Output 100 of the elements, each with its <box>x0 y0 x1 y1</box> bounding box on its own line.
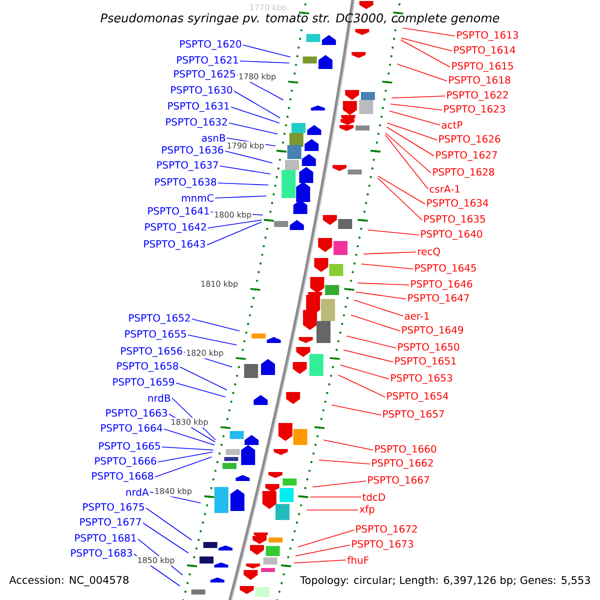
gene-label: fhuF <box>347 556 368 564</box>
gene-label: PSPTO_1681 <box>75 534 136 544</box>
gene-label: csrA-1 <box>430 185 460 193</box>
gene-label: PSPTO_1647 <box>408 294 469 304</box>
leader-line <box>360 264 414 270</box>
leader-line <box>386 126 434 156</box>
gene-label: PSPTO_1672 <box>356 525 417 535</box>
leader-line <box>346 336 396 348</box>
gene-label: PSPTO_1641 <box>148 207 209 217</box>
leader-line <box>214 196 267 198</box>
gene-label: PSPTO_1666 <box>95 457 156 467</box>
gene-label: nrdA <box>126 488 149 496</box>
leader-line <box>377 178 422 220</box>
leader-line <box>318 460 370 464</box>
gene-label: PSPTO_1632 <box>166 118 227 128</box>
leader-line <box>387 122 438 140</box>
leader-line <box>389 110 440 126</box>
gene-label: PSPTO_1651 <box>395 357 456 367</box>
leader-line <box>230 106 280 124</box>
gene-label: mnmC <box>182 194 214 202</box>
leader-line <box>176 382 226 398</box>
gene-label: PSPTO_1667 <box>368 476 429 486</box>
gene-label: PSPTO_1653 <box>391 374 452 384</box>
leader-line <box>142 522 189 554</box>
gene-label: PSPTO_1630 <box>171 86 232 96</box>
gene-label: PSPTO_1623 <box>444 105 506 115</box>
leader-line <box>295 544 350 556</box>
gene-label: PSPTO_1665 <box>99 442 160 452</box>
leader-line <box>400 38 452 52</box>
leader-line <box>297 530 354 548</box>
gene-label: PSPTO_1628 <box>433 168 494 178</box>
gene-label: PSPTO_1650 <box>398 343 460 353</box>
gene-label: PSPTO_1618 <box>449 76 510 86</box>
gene-label: PSPTO_1663 <box>106 409 167 419</box>
gene-label: PSPTO_1637 <box>157 161 218 171</box>
leader-line <box>340 364 390 380</box>
gene-label: tdcD <box>362 493 385 501</box>
gene-label: PSPTO_1657 <box>383 410 444 420</box>
gene-label: actP <box>442 121 462 129</box>
gene-label: PSPTO_1673 <box>352 540 414 550</box>
gene-label: PSPTO_1652 <box>129 314 190 324</box>
gene-label: PSPTO_1636 <box>162 146 224 156</box>
leader-line <box>220 166 271 174</box>
leader-line <box>293 560 346 564</box>
gene-label: PSPTO_1631 <box>168 102 229 112</box>
leader-line <box>310 496 362 498</box>
leader-line <box>192 318 240 332</box>
leader-line <box>400 40 450 68</box>
leader-line <box>354 300 404 316</box>
gene-label: nrdB <box>148 394 170 402</box>
gene-label: PSPTO_1615 <box>452 62 513 72</box>
gene-label: PSPTO_1675 <box>83 503 144 513</box>
gene-label: PSPTO_1620 <box>180 40 242 50</box>
gene-label: PSPTO_1659 <box>113 378 174 388</box>
gene-label: recQ <box>418 248 440 256</box>
gene-label: PSPTO_1658 <box>117 362 178 372</box>
gene-label: PSPTO_1645 <box>415 264 476 274</box>
leader-line <box>218 182 269 186</box>
gene-label: PSPTO_1642 <box>145 223 206 233</box>
leader-line <box>362 252 416 254</box>
leader-line <box>312 480 366 488</box>
gene-label: PSPTO_1683 <box>71 549 132 559</box>
leader-line <box>384 134 428 190</box>
leader-line <box>390 104 442 110</box>
gene-label: PSPTO_1677 <box>80 518 141 528</box>
leader-line <box>385 132 432 174</box>
gene-label: PSPTO_1621 <box>177 56 238 66</box>
leader-line <box>146 508 192 540</box>
info-text: Accession: NC_004578 <box>8 574 130 588</box>
leader-line <box>357 282 410 286</box>
gene-label: PSPTO_1649 <box>402 326 464 336</box>
gene-label: PSPTO_1668 <box>92 472 154 482</box>
leader-line <box>154 456 212 478</box>
gene-label: PSPTO_1626 <box>439 135 500 145</box>
leader-line <box>396 64 448 82</box>
gene-label: PSPTO_1660 <box>375 445 436 455</box>
gene-label: xfp <box>359 505 374 515</box>
gene-label: PSPTO_1613 <box>457 31 518 41</box>
leader-line <box>240 60 290 64</box>
gene-label: PSPTO_1640 <box>421 230 482 240</box>
gene-label: PSPTO_1638 <box>155 178 216 188</box>
gene-label: PSPTO_1627 <box>436 151 497 161</box>
gene-label: PSPTO_1634 <box>427 199 488 209</box>
leader-line <box>180 366 228 390</box>
leader-line <box>402 28 456 36</box>
leader-line <box>164 428 215 446</box>
gene-label: PSPTO_1635 <box>424 215 485 225</box>
leader-line <box>206 222 262 246</box>
gene-label: PSPTO_1655 <box>125 330 186 340</box>
leader-line <box>331 404 382 416</box>
leader-line <box>378 176 426 204</box>
gene-label: PSPTO_1664 <box>101 424 162 434</box>
gene-label: PSPTO_1625 <box>174 70 235 80</box>
gene-label: PSPTO_1662 <box>372 459 433 469</box>
gene-label: PSPTO_1643 <box>144 240 205 250</box>
leader-line <box>208 220 262 228</box>
gene-label: PSPTO_1614 <box>454 46 516 56</box>
leader-line <box>242 44 291 58</box>
leader-line <box>224 150 273 164</box>
leader-line <box>234 90 281 118</box>
